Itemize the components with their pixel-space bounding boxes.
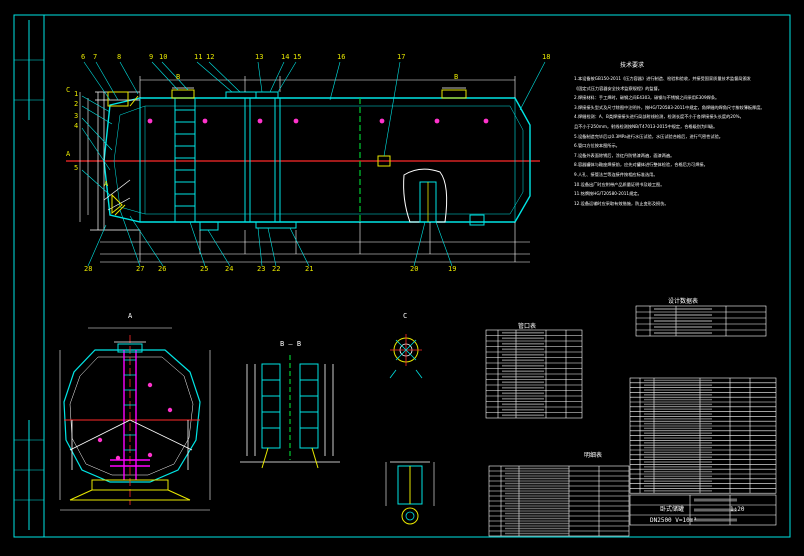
note-line: 7.设备外表面除锈后，涂红丹防锈漆两遍，面漆两遍。 [574, 152, 675, 158]
note-line: 6.管口方位按本图所示。 [574, 143, 620, 149]
balloon-bottom-4: 24 [225, 265, 234, 273]
balloon-top-9: 15 [293, 53, 302, 61]
balloon-left-0: 1 [74, 90, 79, 98]
balloon-bottom-1: 27 [136, 265, 145, 273]
tables-group [485, 305, 777, 537]
view-a-shell [63, 349, 201, 483]
section-marker-c: C [66, 86, 71, 94]
title-block-scale: 1:20 [730, 506, 745, 513]
note-line: 11.铭牌按HG/T20580-2011规定。 [574, 191, 642, 197]
section-marker-a-bottom: A [104, 180, 109, 188]
section-marker-a-top: A [66, 150, 71, 158]
note-line: 1.本设备按GB150-2011《压力容器》进行制造、检验和验收，并接受国家质量… [574, 76, 751, 81]
top-leaders [83, 61, 546, 157]
bottom-leaders [87, 209, 453, 267]
nozzle-detail [385, 461, 435, 525]
note-line: 12.设备运输时应采取有效措施，防止变形及损伤。 [574, 200, 669, 206]
balloon-bottom-6: 22 [272, 265, 281, 273]
view-bb-section [240, 355, 340, 469]
view-bb-title: B — B [280, 340, 302, 348]
balloon-top-0: 6 [81, 53, 86, 61]
saddle-support [69, 479, 191, 501]
top-dimensions [139, 76, 516, 98]
balloon-left-1: 2 [74, 100, 79, 108]
nozzle-top-2 [441, 89, 467, 99]
balloon-left-4: 5 [74, 164, 79, 172]
nozzle-top-1 [171, 89, 195, 99]
manhole-cover [403, 168, 448, 223]
balloon-top-10: 16 [337, 53, 346, 61]
support-markers [147, 118, 489, 124]
balloon-top-12: 18 [542, 53, 551, 61]
balloon-bottom-2: 26 [158, 265, 167, 273]
note-line: 且不小于250mm，射线检测按NB/T47013-2015中规定，合格级别为II… [574, 123, 718, 129]
note-line: 4.焊缝检测：A、B类焊接接头进行局部射线检测，检测长度不小于各焊接接头长度的2… [574, 114, 744, 120]
sheet-left-strip [14, 59, 44, 501]
balloon-top-11: 17 [397, 53, 406, 61]
note-line: 3.焊接接头型式及尺寸除图中注明外，按HG/T20583-2011中规定，角焊缝… [574, 104, 765, 110]
section-marker-b2: B [176, 73, 181, 81]
note-line: 9.人孔、接管法兰等连接件按相应标准选用。 [574, 171, 658, 177]
section-marker-b1: B [454, 73, 459, 81]
view-a-title: A [128, 312, 133, 320]
balloon-bottom-0: 28 [84, 265, 93, 273]
balloon-top-7: 13 [255, 53, 264, 61]
view-a-section [59, 327, 211, 511]
balloon-top-4: 10 [159, 53, 168, 61]
notes-title: 技术要求 [620, 62, 645, 69]
balloon-bottom-3: 25 [200, 265, 209, 273]
note-line: 10.设备出厂时应附带产品质量证明书及竣工图。 [574, 181, 665, 187]
internal-ladder [174, 98, 196, 222]
balloon-left-2: 3 [74, 112, 79, 120]
note-line: 5.设备制造完毕后以0.3MPa进行水压试验，水压试验合格后，进行气密性试验。 [574, 133, 723, 139]
note-line: 《固定式压力容器安全技术监察规程》的监督。 [574, 85, 662, 91]
title-block [629, 494, 777, 526]
balloon-top-5: 11 [194, 53, 203, 61]
nozzle-table [485, 329, 583, 419]
main-vessel-view [66, 61, 546, 267]
parts-table-title: 明细表 [584, 452, 603, 459]
view-c-section [389, 334, 423, 379]
balloon-bottom-7: 21 [305, 265, 314, 273]
bottom-dimensions [100, 222, 530, 263]
view-c-title: C [403, 312, 408, 320]
design-table [635, 305, 767, 337]
balloon-bottom-5: 23 [257, 265, 266, 273]
nozzle-table-title: 管口表 [518, 323, 537, 330]
balloon-top-2: 8 [117, 53, 122, 61]
sheet-frame [13, 14, 791, 538]
vessel-shell [103, 97, 531, 223]
balloon-top-1: 7 [93, 53, 98, 61]
title-block-model: DN2500 V=10m³ [650, 517, 697, 524]
note-line: 8.容器罐体与鞍座焊接前，应先对罐体进行整体检验，合格后方可焊接。 [574, 162, 708, 168]
balloon-left-3: 4 [74, 122, 79, 130]
balloon-top-3: 9 [149, 53, 154, 61]
parts-table-left [488, 465, 630, 537]
technical-notes: 1.本设备按GB150-2011《压力容器》进行制造、检验和验收，并接受国家质量… [574, 74, 788, 208]
balloon-bottom-9: 19 [448, 265, 457, 273]
balloon-bottom-8: 20 [410, 265, 419, 273]
note-line: 2.焊接材料：手工焊时，碳钢之间E4303，碳钢与不锈钢之间采用E309焊条。 [574, 95, 720, 101]
design-table-title: 设计数据表 [668, 298, 699, 305]
title-block-name: 卧式储罐 [660, 506, 685, 513]
balloon-top-8: 14 [281, 53, 290, 61]
parts-table-right [629, 377, 777, 494]
balloon-top-6: 12 [206, 53, 215, 61]
